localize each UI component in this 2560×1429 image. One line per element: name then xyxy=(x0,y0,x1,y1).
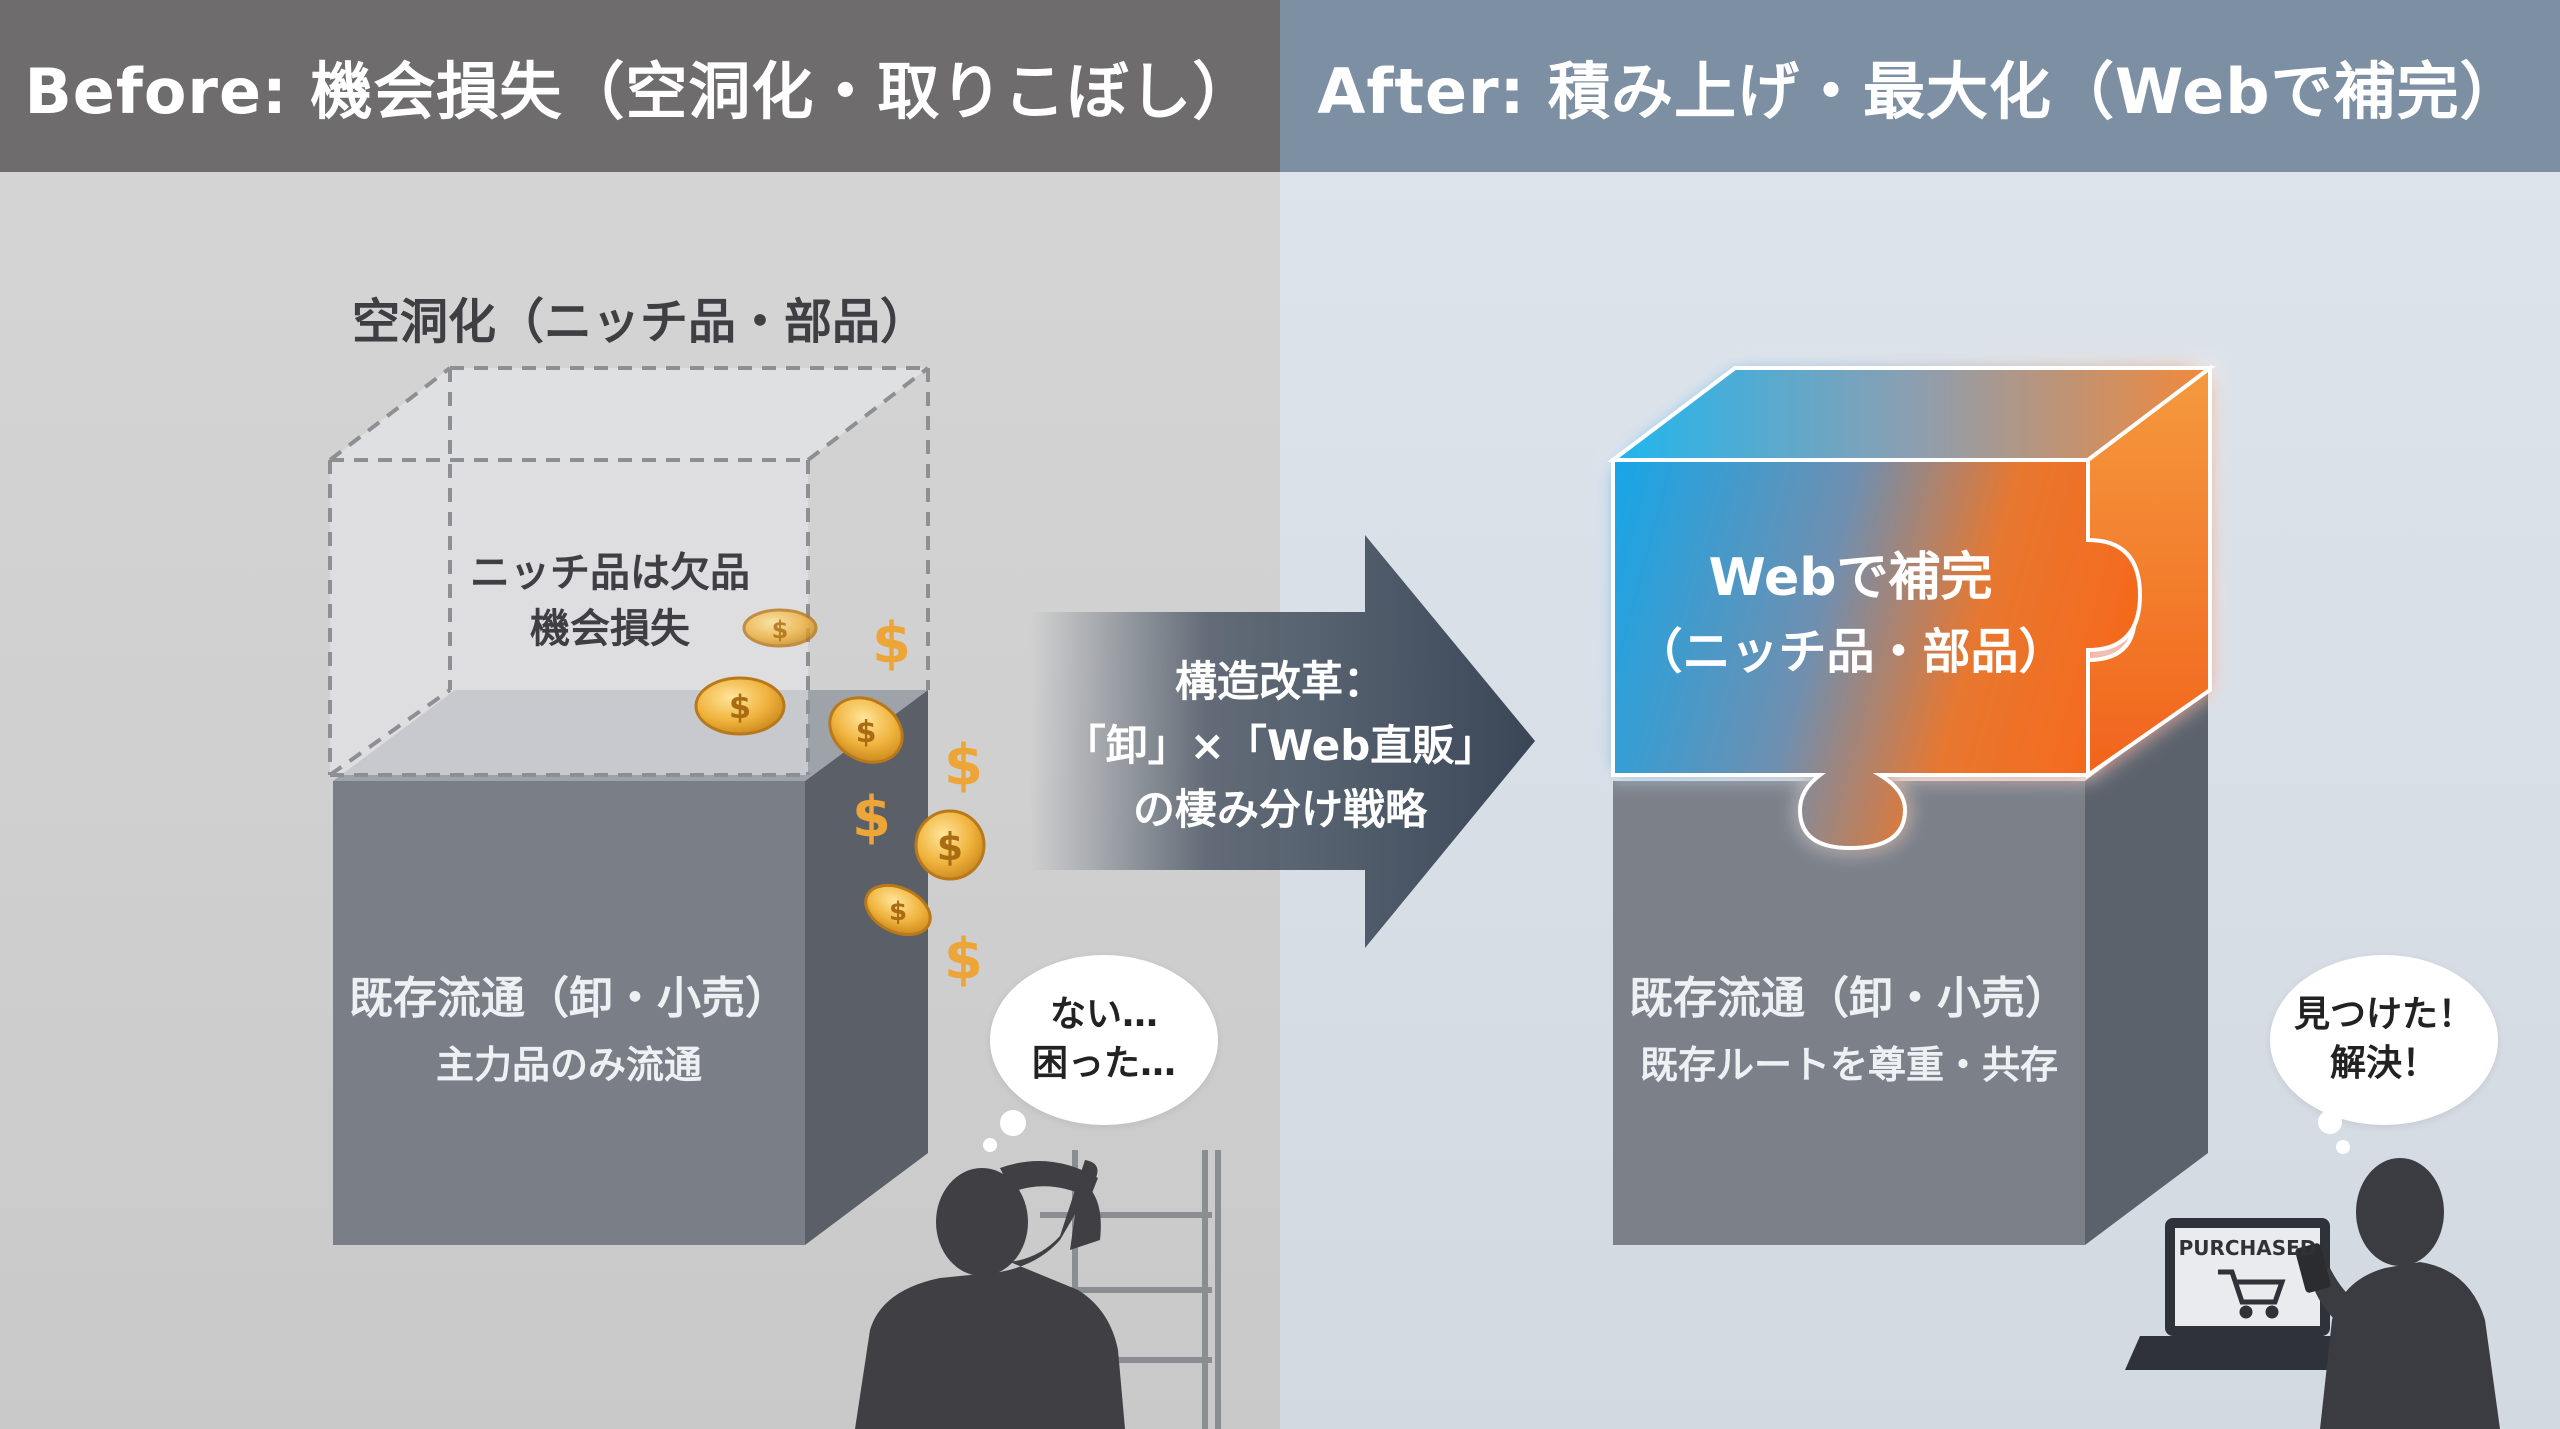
strategy-arrow xyxy=(1030,535,1535,948)
after-block-side xyxy=(2085,690,2208,1245)
svg-text:$: $ xyxy=(772,616,789,644)
dollar-icon: $ xyxy=(872,611,911,676)
hollow-title: 空洞化（ニッチ品・部品） xyxy=(351,294,928,350)
cube-front xyxy=(1611,458,2143,851)
before-base-sub: 主力品のみ流通 xyxy=(435,1043,702,1087)
dollar-icon: $ xyxy=(852,785,891,850)
after-block-front xyxy=(1613,781,2085,1245)
person-confused-icon xyxy=(855,1160,1125,1429)
hollow-box xyxy=(328,366,930,777)
phone-icon xyxy=(2295,1243,2331,1293)
speech-bubble-happy: 見つけた！ 解決！ xyxy=(2270,955,2498,1125)
svg-text:$: $ xyxy=(889,897,907,927)
coin-icon: $ xyxy=(694,676,786,736)
dollar-icon: $ xyxy=(944,927,983,992)
web-cube xyxy=(1607,363,2216,851)
person-happy-icon xyxy=(2310,1158,2500,1429)
before-base-title: 既存流通（卸・小売） xyxy=(349,973,789,1024)
speech-bubble-confused: ない… 困った… xyxy=(990,955,1218,1125)
cube-title: Webで補完 xyxy=(1708,548,1993,608)
after-base-sub: 既存ルートを尊重・共存 xyxy=(1639,1043,2058,1087)
svg-text:$: $ xyxy=(937,825,963,869)
before-header: Before: 機会損失（空洞化・取りこぼし） xyxy=(0,0,1280,172)
cart-icon xyxy=(2218,1269,2286,1319)
thought-dot xyxy=(2318,1110,2342,1134)
laptop-purchased-text: PURCHASED xyxy=(2178,1236,2317,1260)
bubble-text-1: 見つけた！ xyxy=(2293,994,2474,1036)
hollow-text-1: ニッチ品は欠品 xyxy=(470,550,750,596)
before-block-front xyxy=(333,781,805,1245)
thought-dot xyxy=(1000,1110,1026,1136)
cube-sub: （ニッチ品・部品） xyxy=(1634,624,2067,680)
hollow-text-2: 機会損失 xyxy=(530,606,690,652)
svg-text:$: $ xyxy=(729,688,751,726)
coin-icon: $ xyxy=(864,883,932,937)
dollar-icon: $ xyxy=(944,733,983,798)
arrow-text-2: 「卸」×「Web直販」 xyxy=(1063,721,1497,770)
after-base-title: 既存流通（卸・小売） xyxy=(1629,973,2069,1024)
bubble-text-2: 困った… xyxy=(1031,1043,1176,1084)
coin-icon: $ xyxy=(742,608,818,648)
bubble-text-1: ない… xyxy=(1049,994,1158,1036)
after-header: After: 積み上げ・最大化（Webで補完） xyxy=(1280,0,2560,172)
arrow-text-1: 構造改革： xyxy=(1174,657,1385,706)
before-block-side xyxy=(805,690,928,1245)
bubble-text-2: 解決！ xyxy=(2329,1043,2438,1084)
coin-icon: $ xyxy=(828,696,904,764)
arrow-text-3: の棲み分け戦略 xyxy=(1132,785,1427,834)
thought-dot xyxy=(2336,1140,2350,1154)
thought-dot xyxy=(983,1138,997,1152)
after-base-block xyxy=(1613,690,2208,1245)
coin-icon: $ xyxy=(914,809,986,881)
svg-text:$: $ xyxy=(856,715,877,750)
